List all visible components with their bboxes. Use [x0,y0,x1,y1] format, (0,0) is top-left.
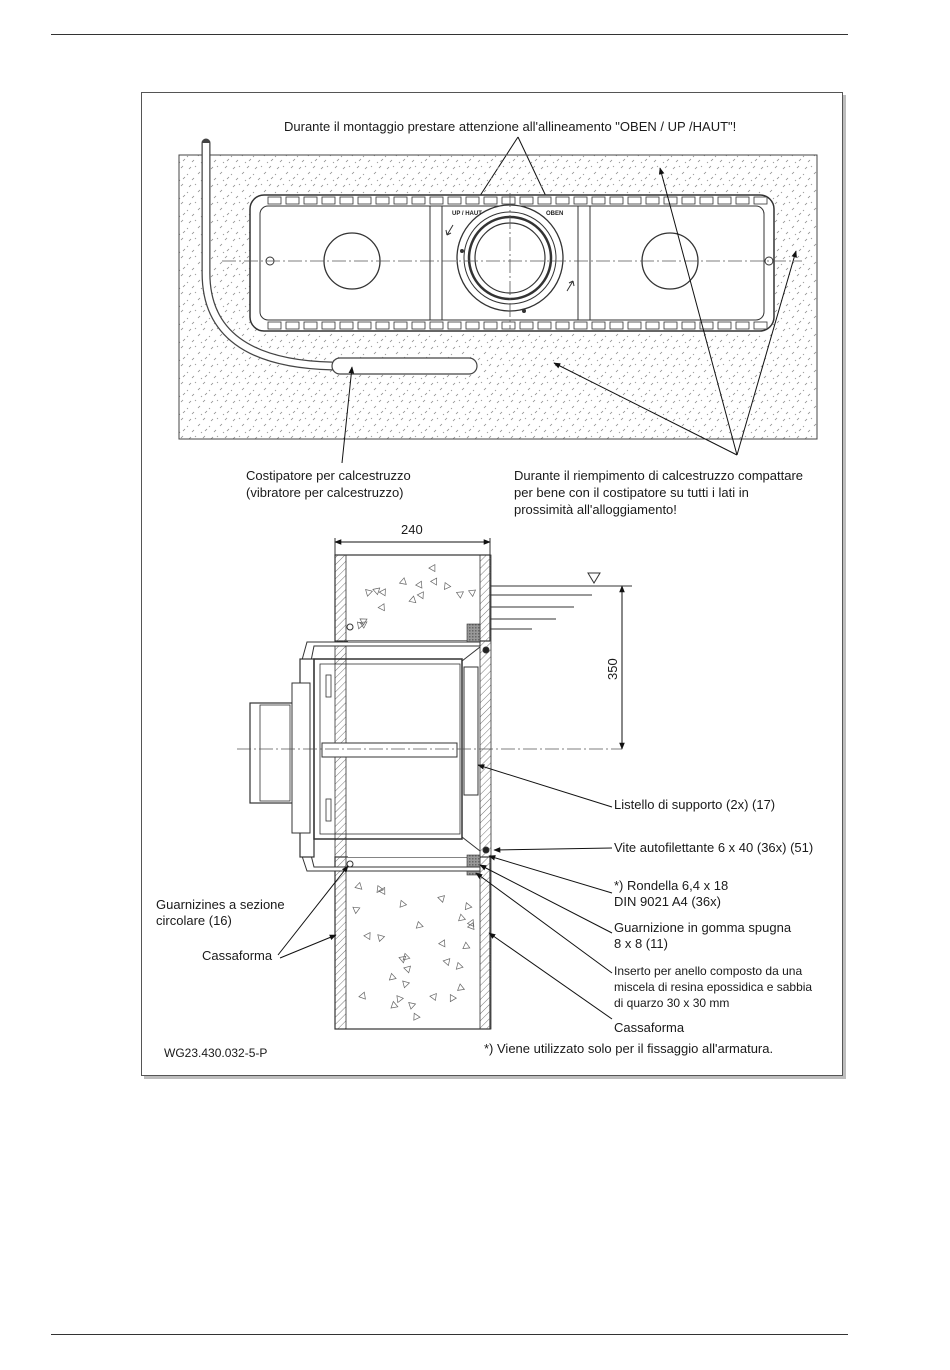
drawing-id: WG23.430.032-5-P [164,1046,267,1060]
label-insert: Inserto per anello composto da una misce… [614,964,815,1010]
top-view: Durante il montaggio prestare attenzione… [178,119,818,517]
footnote: *) Viene utilizzato solo per il fissaggi… [484,1041,773,1056]
mark-oben: OBEN [546,211,563,217]
section-view: 240 [156,522,815,1060]
label-o-ring: Guarnizines a sezione circolare (16) [156,897,288,928]
label-formwork-right: Cassaforma [614,1020,685,1035]
header-rule [51,34,848,35]
concrete-vibrator [331,357,478,375]
dim-height: 350 [605,658,620,680]
dim-width: 240 [401,522,423,537]
label-screw: Vite autofilettante 6 x 40 (36x) (51) [614,840,813,855]
housing-top-view: UP / HAUT OBEN [249,194,775,332]
label-washer: *) Rondella 6,4 x 18 DIN 9021 A4 (36x) [614,878,732,909]
technical-drawing: Durante il montaggio prestare attenzione… [156,119,818,1060]
vibrator-label: Costipatore per calcestruzzo (vibratore … [246,468,414,500]
label-formwork-left: Cassaforma [202,948,273,963]
water-level [490,572,632,630]
mark-up-haut: UP / HAUT [452,211,482,217]
label-sponge-gasket: Guarnizione in gomma spugna 8 x 8 (11) [614,920,795,951]
footer-rule [51,1334,848,1335]
drawing-frame: Durante il montaggio prestare attenzione… [141,92,843,1076]
compaction-note: Durante il riempimento di calcestruzzo c… [514,468,807,517]
label-support-strip: Listello di supporto (2x) (17) [614,797,775,812]
alignment-note: Durante il montaggio prestare attenzione… [284,119,736,134]
